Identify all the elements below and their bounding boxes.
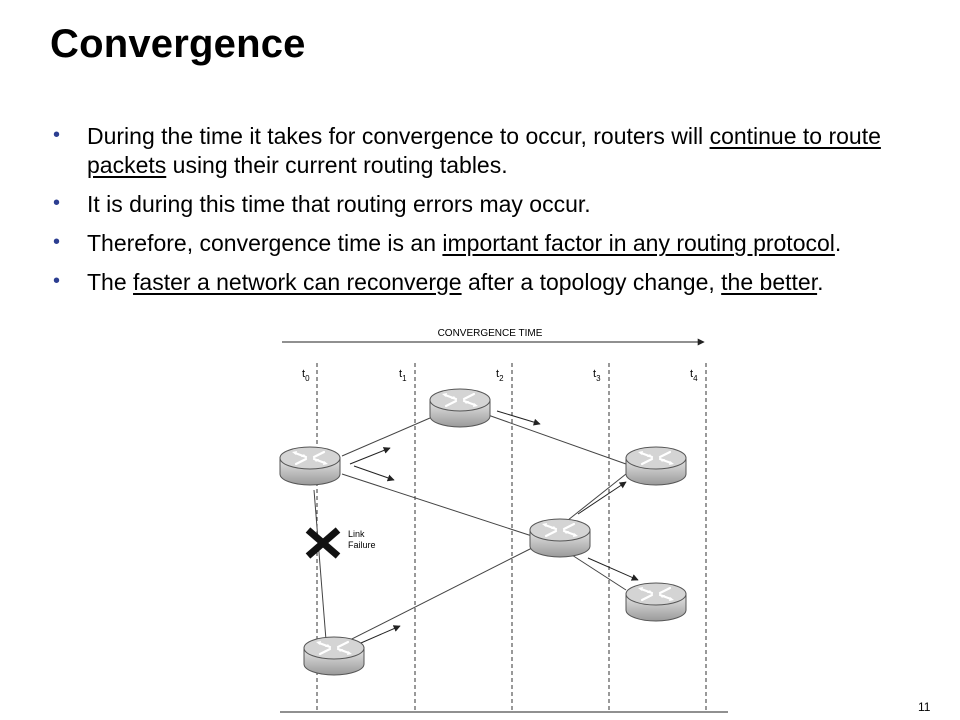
- time-label-t1: t1: [399, 368, 407, 383]
- text-segment: During the time it takes for convergence…: [87, 123, 710, 149]
- link-failure-label: Link Failure: [348, 529, 376, 550]
- text-segment: The: [87, 269, 134, 295]
- time-label-t0: t0: [302, 368, 310, 383]
- bullet-text: The faster a network can reconverge afte…: [87, 269, 823, 295]
- router-icon: [302, 635, 366, 677]
- underlined-phrase: the better: [721, 269, 818, 295]
- bullet-text: It is during this time that routing erro…: [87, 191, 591, 217]
- update-arrows: [349, 410, 639, 647]
- router-icon: [278, 445, 342, 487]
- convergence-time-label: CONVERGENCE TIME: [438, 328, 543, 339]
- text-segment: .: [817, 269, 824, 295]
- router-icon: [528, 517, 592, 559]
- time-label-t3: t3: [593, 368, 601, 383]
- router-icon: [624, 581, 688, 623]
- time-label-t2: t2: [496, 368, 504, 383]
- bullet-dot-icon: •: [53, 124, 61, 146]
- underlined-phrase: continue to route packets: [87, 123, 881, 178]
- network-links: [313, 414, 627, 649]
- time-label-t4: t4: [690, 368, 698, 383]
- time-marker-lines: [316, 363, 707, 710]
- underlined-phrase: faster a network can reconverge: [133, 269, 462, 295]
- bullet-item: • Therefore, convergence time is an impor…: [50, 229, 930, 258]
- bullet-item: • It is during this time that routing err…: [50, 190, 930, 219]
- underlined-phrase: important factor in any routing protocol: [442, 230, 835, 256]
- bullet-item: • The faster a network can reconverge aft…: [50, 268, 930, 297]
- bullet-dot-icon: •: [53, 192, 61, 214]
- bullet-dot-icon: •: [53, 270, 61, 292]
- router-icon: [428, 387, 492, 429]
- bullet-text: Therefore, convergence time is an import…: [87, 230, 841, 256]
- text-segment: Therefore, convergence time is an: [87, 230, 443, 256]
- text-segment: .: [834, 230, 842, 256]
- convergence-diagram: CONVERGENCE TIME t0 t1 t2 t3 t4: [278, 328, 728, 713]
- bullet-text: During the time it takes for convergence…: [87, 123, 881, 178]
- page-number: 11: [918, 700, 931, 714]
- bullet-dot-icon: •: [53, 231, 61, 253]
- text-segment: It is during this time that routing erro…: [87, 191, 591, 217]
- slide-title: Convergence: [50, 22, 306, 66]
- x-mark-icon: [305, 527, 341, 559]
- bullet-item: • During the time it takes for convergenc…: [50, 122, 930, 180]
- text-segment: using their current routing tables.: [166, 152, 508, 178]
- time-labels: t0 t1 t2 t3 t4: [302, 368, 698, 383]
- router-icon: [624, 445, 688, 487]
- text-segment: after a topology change,: [461, 269, 722, 295]
- bullet-list: • During the time it takes for convergenc…: [50, 122, 930, 307]
